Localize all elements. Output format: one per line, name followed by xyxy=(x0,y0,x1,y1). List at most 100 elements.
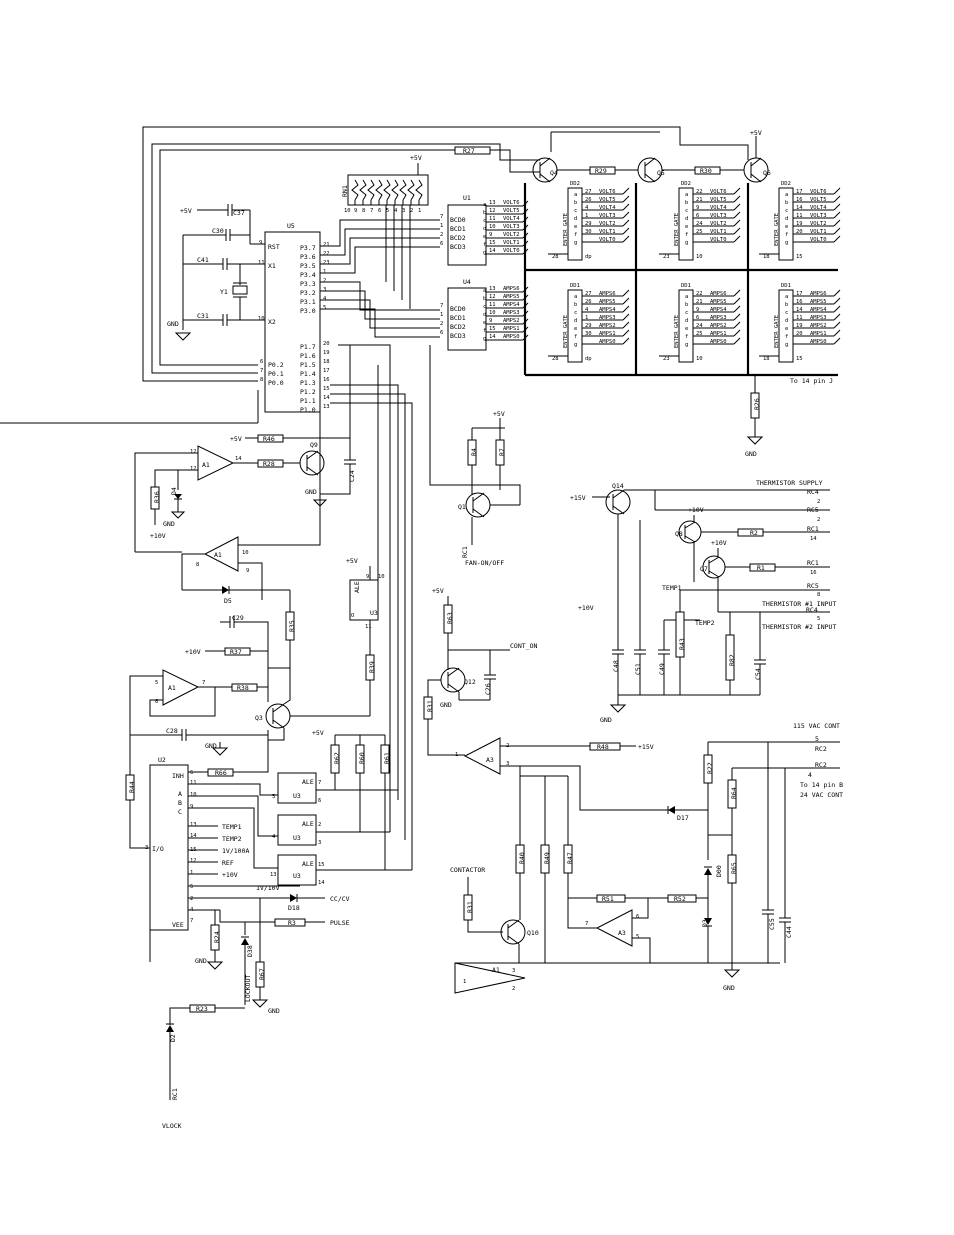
svg-text:12: 12 xyxy=(190,466,197,472)
svg-text:TEMP2: TEMP2 xyxy=(222,835,242,843)
svg-text:GND: GND xyxy=(195,957,207,965)
svg-text:BCD0: BCD0 xyxy=(450,305,466,313)
svg-text:+5V: +5V xyxy=(230,435,242,443)
decoder-out-num: 10 xyxy=(489,224,496,230)
svg-text:R7: R7 xyxy=(498,448,506,456)
q1-fan-driver: +5V R4 R7 Q1 RC1 FAN-ON/OFF xyxy=(429,345,521,567)
svg-text:12: 12 xyxy=(190,858,197,864)
svg-text:8: 8 xyxy=(817,592,820,598)
svg-text:5: 5 xyxy=(190,884,193,890)
segment-slash xyxy=(622,289,630,297)
u2-multiplexer: U2 INH A B C I/O VEE 6 11 10 9 13 14 15 … xyxy=(125,735,350,1015)
svg-text:+5V: +5V xyxy=(180,207,192,215)
segment-net: AMPS0 xyxy=(599,339,616,345)
segment-pin: 16 xyxy=(796,197,803,203)
svg-text:R51: R51 xyxy=(602,895,614,903)
segment-letter: c xyxy=(574,208,577,214)
decoder-out-num: 14 xyxy=(489,248,496,254)
svg-text:+10V: +10V xyxy=(578,604,594,612)
svg-text:P3.0: P3.0 xyxy=(300,307,316,315)
svg-text:9: 9 xyxy=(259,240,262,246)
svg-text:6: 6 xyxy=(190,770,193,776)
svg-text:R38: R38 xyxy=(237,684,249,692)
segment-slash xyxy=(833,195,841,203)
svg-text:1: 1 xyxy=(463,979,466,985)
segment-letter: g xyxy=(685,240,688,246)
svg-text:7: 7 xyxy=(190,918,193,924)
segment-letter: a xyxy=(685,294,688,300)
svg-text:D18: D18 xyxy=(288,904,300,912)
svg-text:VEE: VEE xyxy=(172,921,184,929)
segment-slash xyxy=(733,321,741,329)
rn1-element xyxy=(375,179,383,201)
svg-text:P3.3: P3.3 xyxy=(300,280,316,288)
svg-text:Q1: Q1 xyxy=(458,503,466,511)
dp-label: 10 xyxy=(696,356,703,362)
svg-text:A3: A3 xyxy=(618,929,626,937)
svg-text:R22: R22 xyxy=(706,762,714,774)
svg-text:14: 14 xyxy=(323,395,330,401)
svg-text:2: 2 xyxy=(817,517,820,523)
rn1-element xyxy=(407,179,415,201)
svg-text:ALE: ALE xyxy=(302,778,314,786)
segment-pin: 26 xyxy=(585,197,592,203)
segment-slash xyxy=(833,187,841,195)
segment-slash xyxy=(833,219,841,227)
decoder-out-num: 15 xyxy=(489,240,496,246)
segment-net: VOLT5 xyxy=(710,197,727,203)
segment-letter: e xyxy=(685,326,688,332)
segment-net: VOLT4 xyxy=(599,205,616,211)
svg-text:+10V: +10V xyxy=(150,532,166,540)
svg-text:Q12: Q12 xyxy=(464,678,476,686)
svg-text:2: 2 xyxy=(323,278,326,284)
svg-text:TEMP1: TEMP1 xyxy=(662,584,682,592)
svg-text:+10V: +10V xyxy=(688,506,704,514)
u3-ale-top: ALE U3 9 10 11 O +5V R39 xyxy=(346,365,385,681)
svg-text:5: 5 xyxy=(815,735,819,743)
segment-letter: b xyxy=(785,302,788,308)
svg-text:7: 7 xyxy=(440,303,443,309)
svg-text:R3: R3 xyxy=(288,919,296,927)
svg-text:To 14 pin J: To 14 pin J xyxy=(790,377,833,385)
svg-text:C49: C49 xyxy=(658,663,666,675)
svg-text:R24: R24 xyxy=(213,931,221,943)
segment-net: AMPS5 xyxy=(810,299,827,305)
svg-text:CC/CV: CC/CV xyxy=(330,895,350,903)
svg-text:B: B xyxy=(178,799,182,807)
segment-letter: e xyxy=(685,224,688,230)
decoder-out-net: AMPS1 xyxy=(503,326,520,332)
svg-text:A1: A1 xyxy=(492,966,500,974)
segment-letter: g xyxy=(785,342,788,348)
a1-opamp-top: A1 12 12 14 R28 +5V R46 R36 +10V D4 GND xyxy=(134,434,321,552)
u3-ale-2: ALE U3 2 3 4 xyxy=(272,814,390,846)
decoder-out-net: AMPS6 xyxy=(503,286,520,292)
segment-slash xyxy=(622,195,630,203)
svg-text:R64: R64 xyxy=(730,787,738,799)
svg-text:14: 14 xyxy=(810,536,817,542)
segment-letter: g xyxy=(785,240,788,246)
segment-letter: e xyxy=(785,224,788,230)
svg-text:ALE: ALE xyxy=(302,820,314,828)
segment-pin: 1 xyxy=(585,213,588,219)
segment-letter: b xyxy=(574,302,577,308)
a1-opamp-bottom: A1 5 6 7 R38 xyxy=(129,668,269,735)
svg-text:3: 3 xyxy=(512,968,515,974)
segment-pin: 22 xyxy=(696,189,703,195)
svg-text:2: 2 xyxy=(410,208,413,214)
segment-letter: g xyxy=(685,342,688,348)
svg-text:RC4: RC4 xyxy=(806,606,818,614)
svg-text:GND: GND xyxy=(440,701,452,709)
svg-text:D3: D3 xyxy=(701,919,709,927)
decoder-out-pin: g xyxy=(483,250,486,256)
svg-text:U4: U4 xyxy=(463,278,471,286)
decoder-out-num: 13 xyxy=(489,200,496,206)
svg-text:21: 21 xyxy=(323,242,330,248)
svg-text:C37: C37 xyxy=(233,209,245,217)
svg-text:2: 2 xyxy=(440,321,443,327)
decoder-out-pin: c xyxy=(483,304,486,310)
decoder-out-net: AMPS0 xyxy=(503,334,520,340)
segment-pin: 17 xyxy=(796,291,803,297)
segment-pin: 19 xyxy=(796,323,803,329)
segment-slash xyxy=(833,305,841,313)
display-ref: DD1 xyxy=(570,283,580,289)
